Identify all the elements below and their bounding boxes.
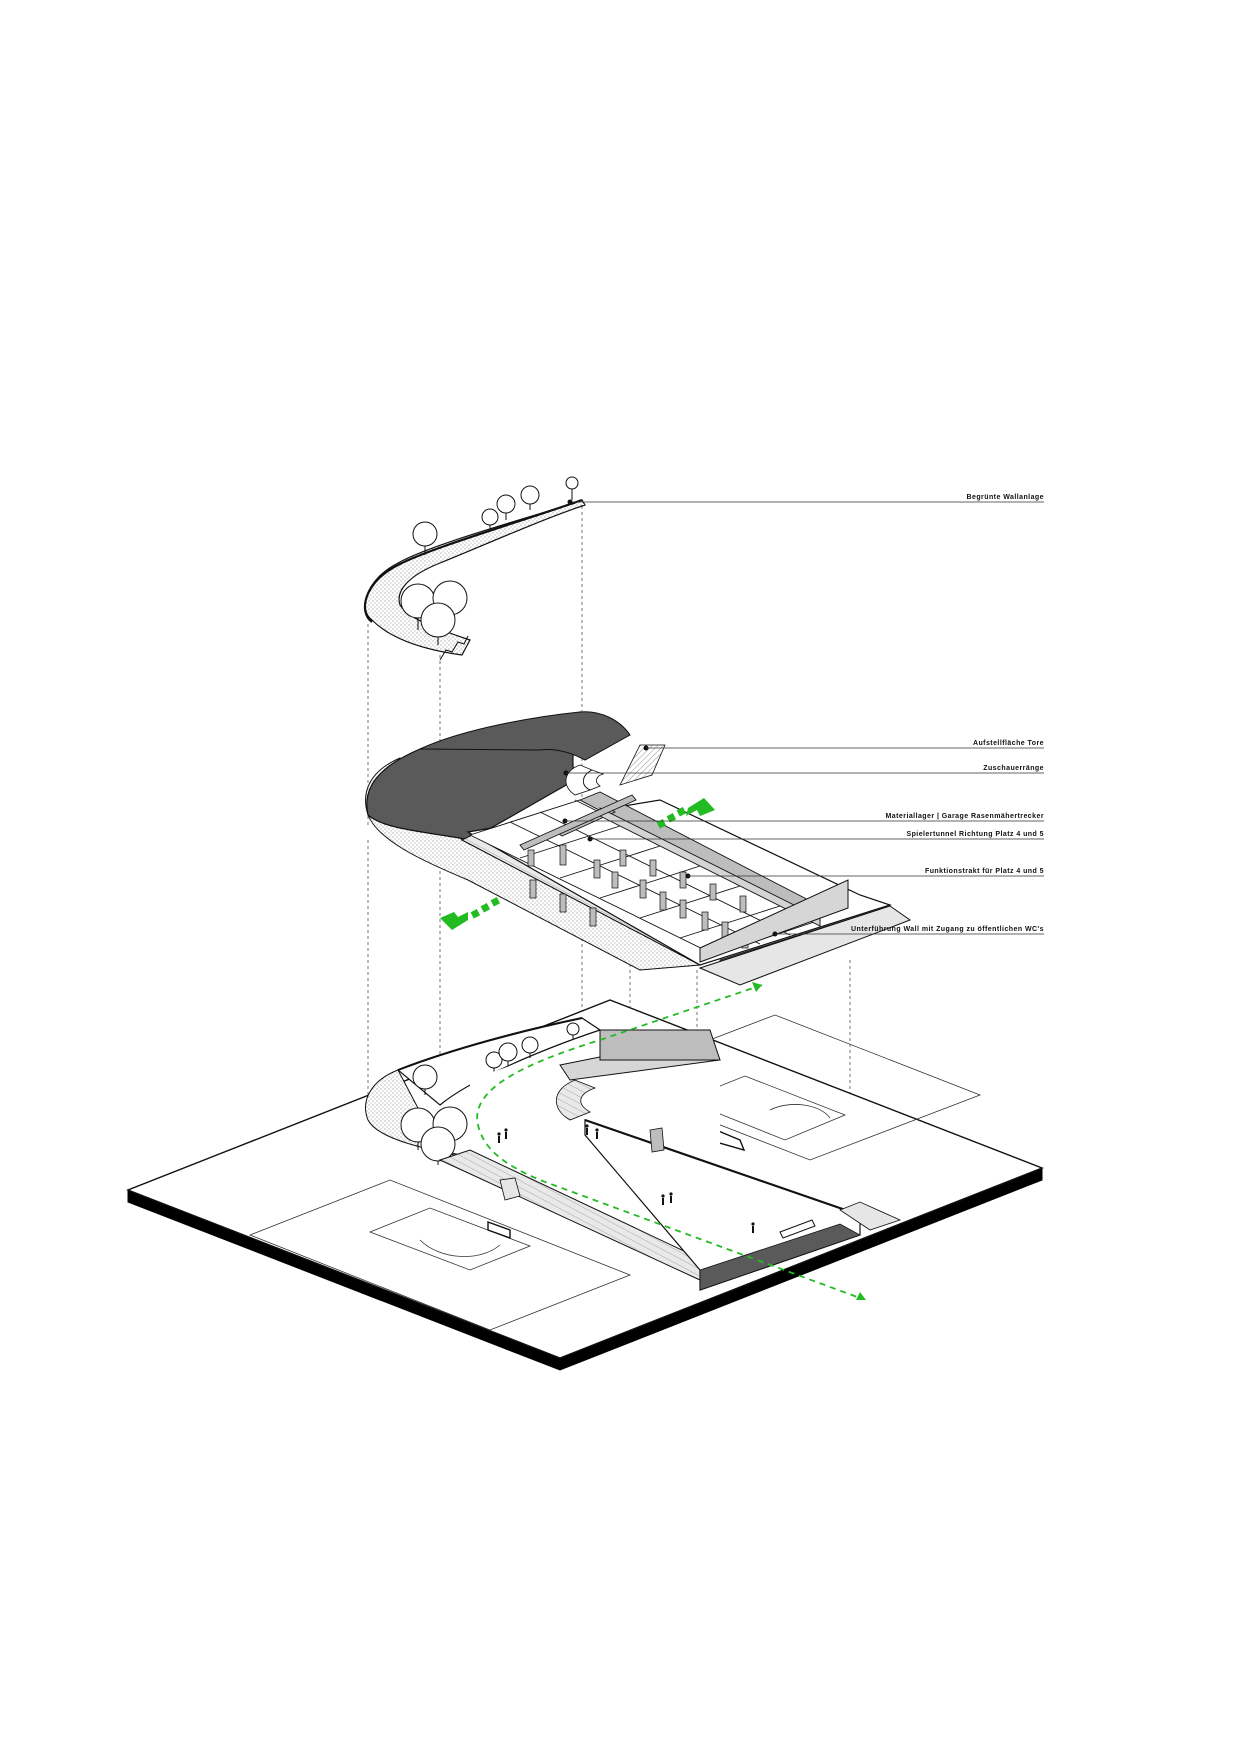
label-goal-storage-area: Aufstellfläche Tore [972,740,1044,747]
football-goal-icon [487,1221,511,1239]
label-green-wall: Begrünte Wallanlage [966,494,1044,501]
stands-curve [565,764,605,796]
room-walls [527,844,749,949]
direction-arrow-icon [656,798,715,829]
label-player-tunnel: Spielertunnel Richtung Platz 4 und 5 [906,831,1044,838]
label-spectator-stands: Zuschauerränge [983,765,1044,772]
label-function-building: Funktionstrakt für Platz 4 und 5 [924,868,1044,875]
back-pitch [603,1014,982,1161]
building-layer [365,711,912,986]
direction-arrow-icon [440,897,501,930]
tunnel-beams [519,791,821,927]
label-wall-underpass: Unterführung Wall mit Zugang zu öffentli… [851,926,1044,933]
label-material-storage-garage: Materiallager | Garage Rasenmähertrecker [885,813,1044,820]
callout-leader-lines [565,501,1044,935]
green-wall-layer [363,476,586,661]
tree-icon [400,476,579,645]
site-layer [126,982,1044,1371]
front-pitch [248,1179,632,1331]
tree-icon [400,1022,580,1165]
person-icon [497,1124,755,1233]
